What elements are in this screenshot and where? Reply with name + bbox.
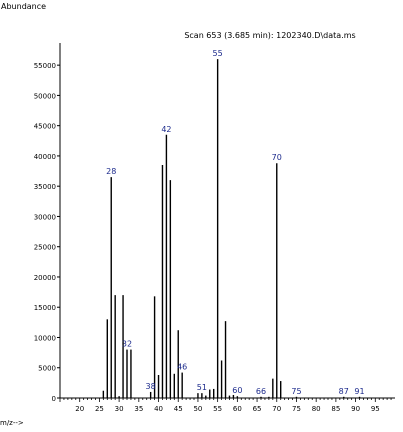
x-tick-label: 20 <box>75 405 84 413</box>
peak-label: 87 <box>339 387 349 396</box>
peak-label: 51 <box>197 383 207 392</box>
x-tick-label: 35 <box>134 405 143 413</box>
y-tick-label: 0 <box>52 395 56 403</box>
y-tick-label: 5000 <box>38 365 56 373</box>
peak-label: 38 <box>146 382 156 391</box>
x-tick-label: 40 <box>154 405 163 413</box>
x-tick-label: 90 <box>351 405 360 413</box>
x-tick-label: 30 <box>115 405 124 413</box>
peak-label: 28 <box>106 167 116 176</box>
x-tick-label: 65 <box>253 405 262 413</box>
peak-label: 55 <box>213 49 223 58</box>
peak-labels: 28 32 38 42 46 51 55 60 66 70 75 87 91 <box>106 49 364 396</box>
x-tick-label: 85 <box>331 405 340 413</box>
y-tick-label: 55000 <box>34 62 56 70</box>
y-tick-label: 35000 <box>34 183 56 191</box>
peak-label: 91 <box>354 387 364 396</box>
y-tick-label: 50000 <box>34 92 56 100</box>
y-tick-label: 45000 <box>34 123 56 131</box>
chart-subtitle: Scan 653 (3.685 min): 1202340.D\data.ms <box>184 31 355 40</box>
x-axis-title: m/z--> <box>0 419 24 427</box>
axes: 0 5000 10000 15000 20000 25000 30000 35000 40000… <box>34 43 395 413</box>
y-tick-label: 25000 <box>34 244 56 252</box>
y-tick-label: 30000 <box>34 213 56 221</box>
peak-label: 32 <box>122 340 132 349</box>
y-tick-label: 15000 <box>34 304 56 312</box>
peak-label: 66 <box>256 387 266 396</box>
peak-label: 46 <box>177 363 187 372</box>
peak-label: 42 <box>161 125 171 134</box>
y-tick-label: 40000 <box>34 153 56 161</box>
y-axis-title: Abundance <box>1 2 46 11</box>
y-tick-label: 20000 <box>34 274 56 282</box>
peak-label: 75 <box>291 387 301 396</box>
peak-label: 70 <box>272 153 282 162</box>
x-tick-label: 95 <box>371 405 380 413</box>
x-tick-label: 50 <box>193 405 202 413</box>
x-tick-label: 60 <box>233 405 242 413</box>
x-tick-label: 70 <box>272 405 281 413</box>
spectrum-bars <box>102 59 361 398</box>
x-tick-label: 80 <box>312 405 321 413</box>
y-tick-label: 10000 <box>34 334 56 342</box>
x-tick-label: 25 <box>95 405 104 413</box>
peak-label: 60 <box>232 386 242 395</box>
x-tick-label: 45 <box>174 405 183 413</box>
x-tick-label: 75 <box>292 405 301 413</box>
x-tick-label: 55 <box>213 405 222 413</box>
